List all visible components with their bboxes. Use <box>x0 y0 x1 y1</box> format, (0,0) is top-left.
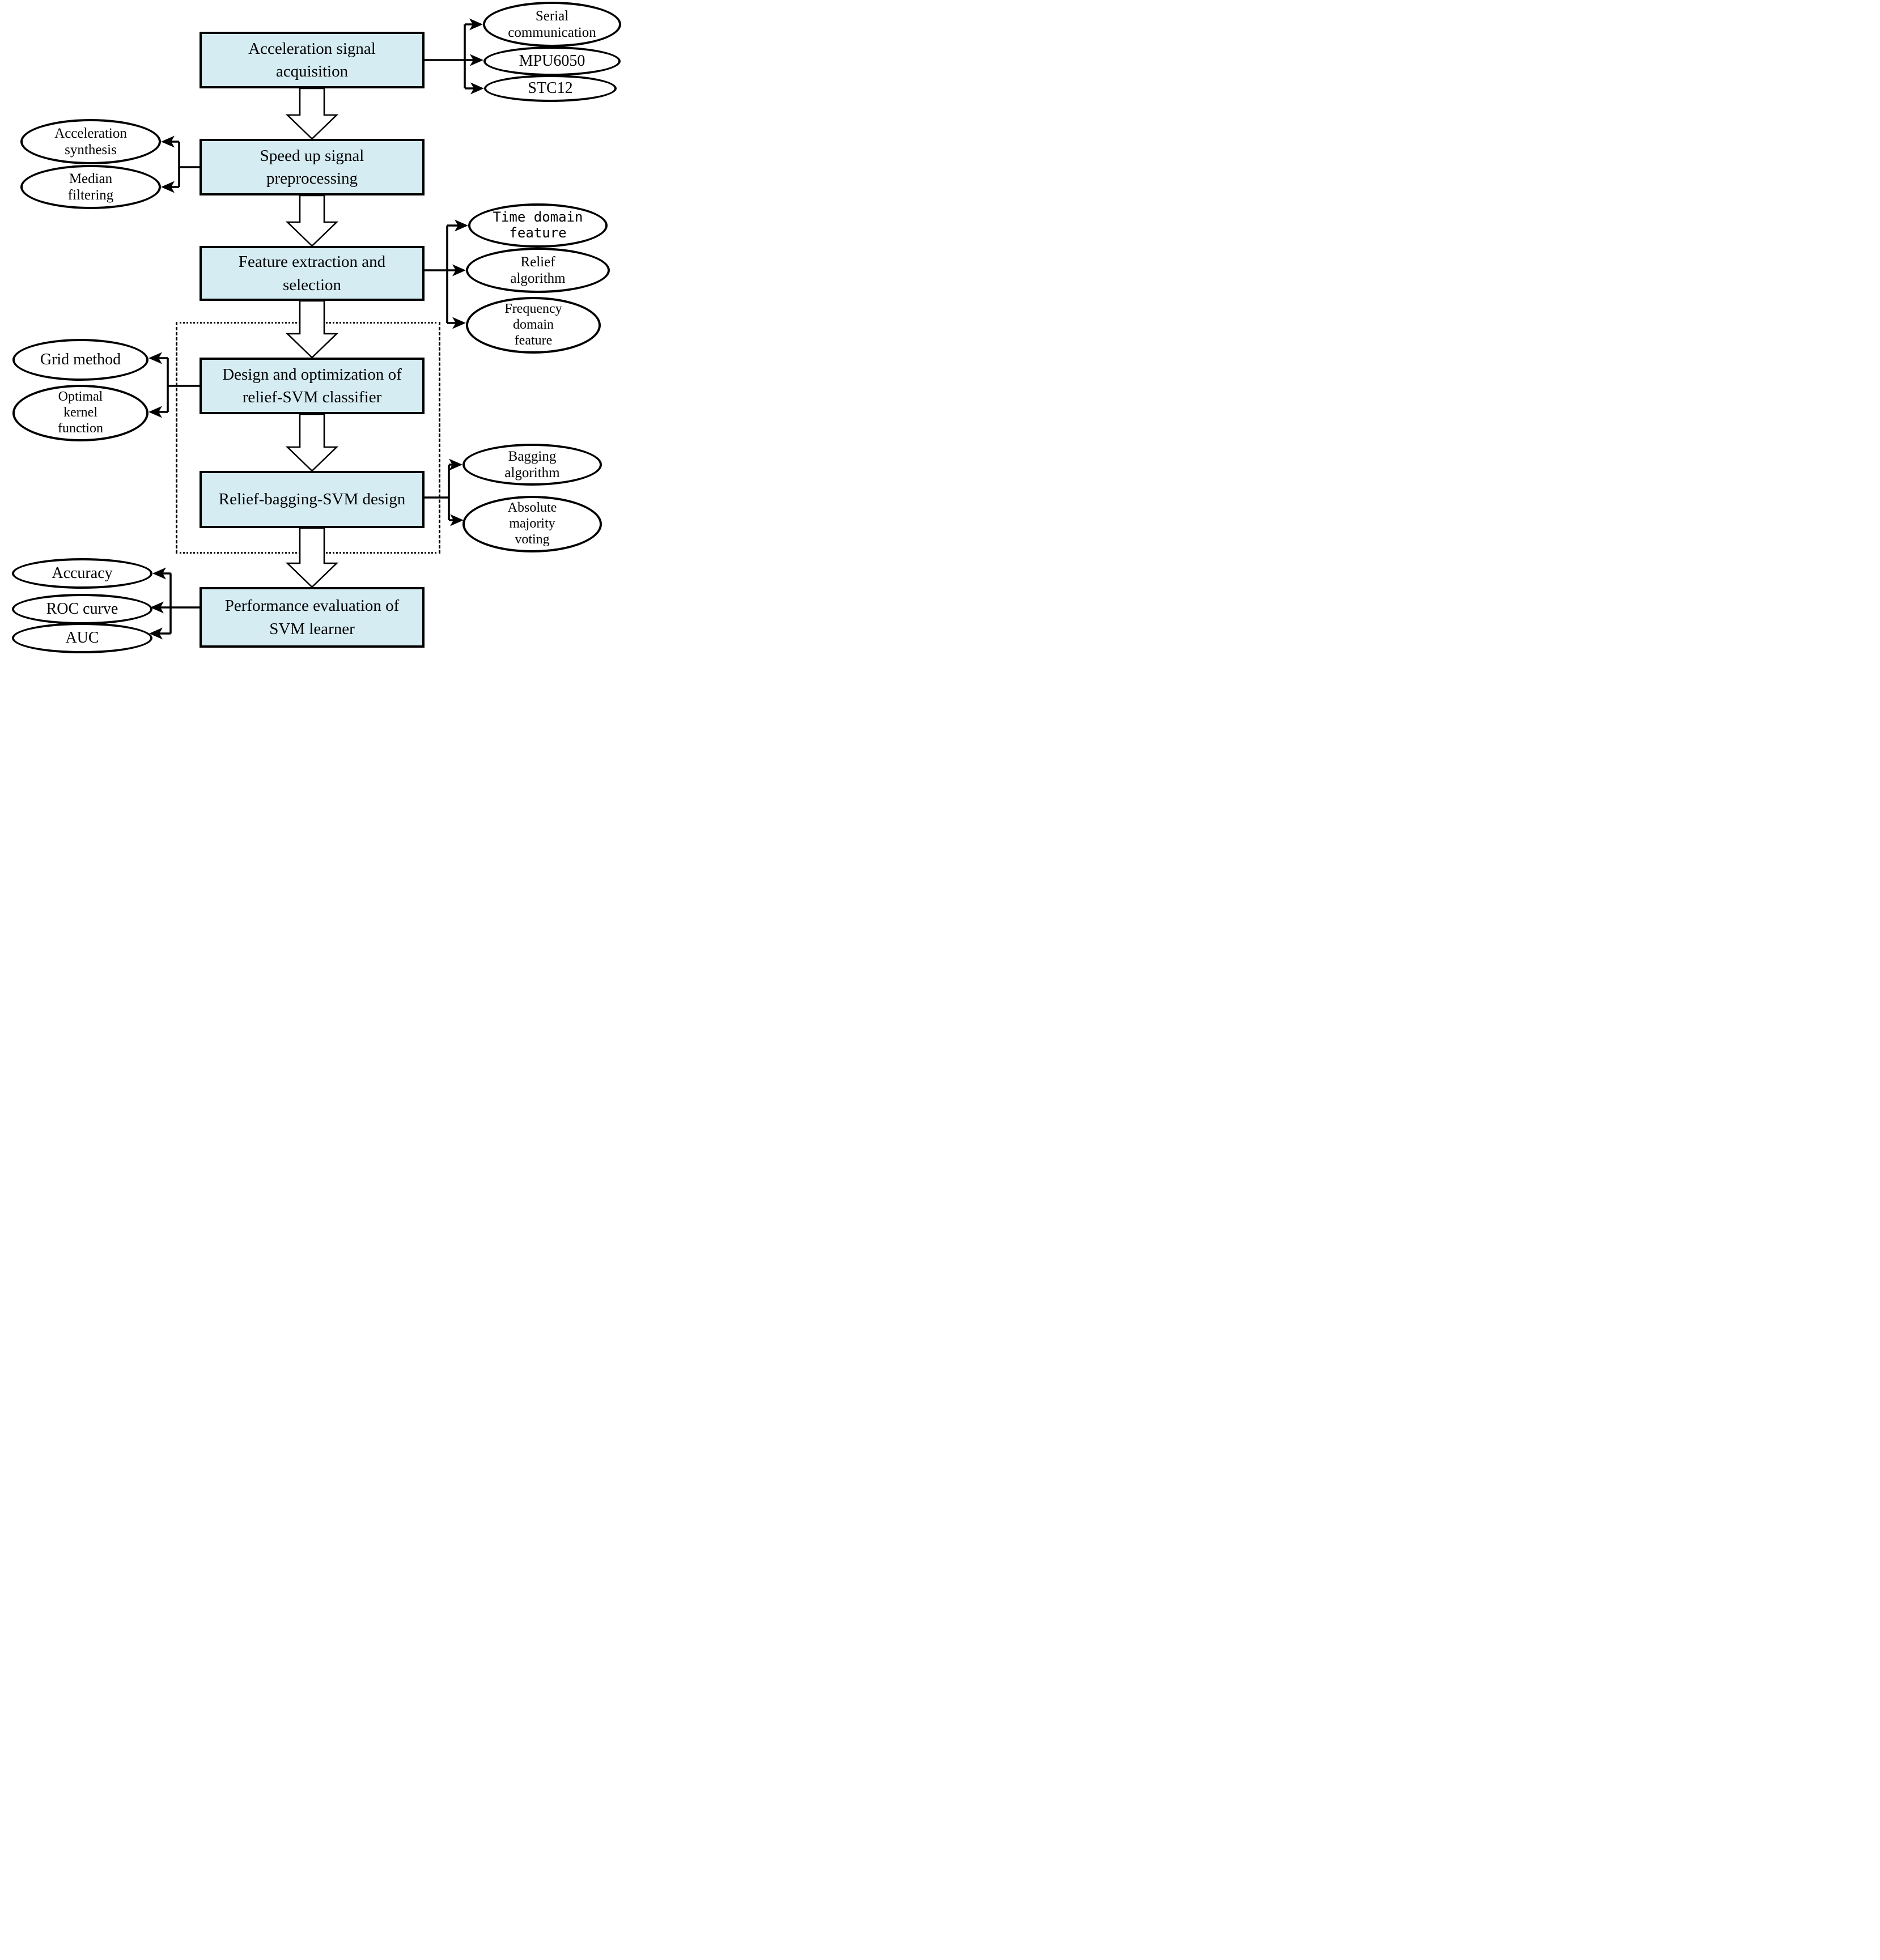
bagging-line1: Bagging <box>508 449 557 464</box>
ellipse-acceleration-synthesis: Acceleration synthesis <box>20 119 161 164</box>
serial-line1: Serial <box>535 8 569 24</box>
arrowhead-voting <box>450 514 464 526</box>
ellipse-optimal-kernel-function: Optimal kernel function <box>12 385 148 441</box>
accel-synth-line1: Acceleration <box>54 126 127 141</box>
arrowhead-frequency-domain <box>452 317 466 329</box>
step-acceleration-signal-acquisition: Acceleration signal acquisition <box>200 32 425 88</box>
ellipse-time-domain-feature: Time domain feature <box>468 203 608 248</box>
connector-step6-left <box>159 572 200 635</box>
ellipse-serial-communication: Serial communication <box>483 2 621 47</box>
ellipse-bagging-algorithm: Bagging algorithm <box>462 444 602 486</box>
median-line1: Median <box>69 171 113 186</box>
stc12-label: STC12 <box>528 79 573 97</box>
relief-line2: algorithm <box>510 271 566 286</box>
roc-curve-label: ROC curve <box>46 600 118 618</box>
step3-line1: Feature extraction and <box>238 253 386 271</box>
optimal-line1: Optimal <box>58 389 103 405</box>
step3-line2: selection <box>282 275 342 294</box>
arrowhead-bagging <box>449 458 462 471</box>
flowchart-canvas: Acceleration signal acquisition Speed up… <box>0 0 627 653</box>
connector-step1-right <box>425 23 474 90</box>
ellipse-frequency-domain-feature: Frequency domain feature <box>466 297 601 354</box>
ellipse-accuracy: Accuracy <box>12 558 152 589</box>
step6-line2: SVM learner <box>269 619 355 638</box>
block-arrow-1 <box>285 87 339 140</box>
step-design-optimization-relief-svm: Design and optimization of relief-SVM cl… <box>200 358 425 414</box>
connector-step3-right <box>425 224 458 324</box>
step6-line1: Performance evaluation of <box>224 597 400 615</box>
arrowhead-time-domain <box>455 219 468 232</box>
step1-line1: Acceleration signal <box>248 39 376 58</box>
optimal-line3: function <box>58 420 103 436</box>
step-speed-up-signal-preprocessing: Speed up signal preprocessing <box>200 139 425 195</box>
voting-line2: majority <box>509 516 555 532</box>
ellipse-auc: AUC <box>12 623 152 653</box>
step2-line2: preprocessing <box>266 169 358 188</box>
auc-label: AUC <box>65 628 99 647</box>
arrowhead-stc12 <box>470 82 484 95</box>
accel-synth-line2: synthesis <box>65 142 117 158</box>
arrowhead-acceleration-synthesis <box>161 135 175 148</box>
arrowhead-grid-method <box>148 352 162 364</box>
ellipse-mpu6050: MPU6050 <box>483 46 621 76</box>
grid-method-label: Grid method <box>40 350 121 368</box>
serial-line2: communication <box>508 25 596 40</box>
voting-line3: voting <box>515 532 550 547</box>
ellipse-absolute-majority-voting: Absolute majority voting <box>462 496 602 552</box>
step-relief-bagging-svm-design: Relief-bagging-SVM design <box>200 471 425 528</box>
accuracy-label: Accuracy <box>52 564 113 582</box>
ellipse-relief-algorithm: Relief algorithm <box>466 248 610 293</box>
optimal-line2: kernel <box>63 405 97 420</box>
relief-line1: Relief <box>520 254 555 270</box>
step1-line2: acquisition <box>275 62 349 80</box>
time-domain-line2: feature <box>509 225 567 241</box>
bagging-line2: algorithm <box>504 465 560 481</box>
freq-line1: Frequency <box>504 301 562 317</box>
arrowhead-accuracy <box>152 567 166 580</box>
arrowhead-serial <box>469 18 483 31</box>
arrowhead-median-filtering <box>161 181 175 193</box>
step-performance-evaluation-svm: Performance evaluation of SVM learner <box>200 587 425 648</box>
ellipse-grid-method: Grid method <box>12 339 148 381</box>
mpu6050-label: MPU6050 <box>519 52 585 70</box>
connector-step2-left <box>171 141 200 188</box>
ellipse-median-filtering: Median filtering <box>20 165 161 209</box>
step4-line1: Design and optimization of <box>222 365 402 384</box>
arrowhead-optimal-kernel <box>148 406 162 418</box>
ellipse-roc-curve: ROC curve <box>12 594 152 624</box>
time-domain-line1: Time domain <box>493 209 583 226</box>
median-line2: filtering <box>67 188 114 203</box>
step5-line1: Relief-bagging-SVM design <box>218 490 406 509</box>
step-feature-extraction-selection: Feature extraction and selection <box>200 246 425 301</box>
block-arrow-2 <box>285 194 339 247</box>
arrowhead-mpu6050 <box>470 54 483 66</box>
step4-line2: relief-SVM classifier <box>242 388 382 406</box>
freq-line3: feature <box>514 333 553 348</box>
ellipse-stc12: STC12 <box>484 75 617 102</box>
arrowhead-relief-algorithm <box>452 264 466 277</box>
freq-line2: domain <box>513 317 554 333</box>
voting-line1: Absolute <box>507 500 557 516</box>
step2-line1: Speed up signal <box>260 146 364 165</box>
